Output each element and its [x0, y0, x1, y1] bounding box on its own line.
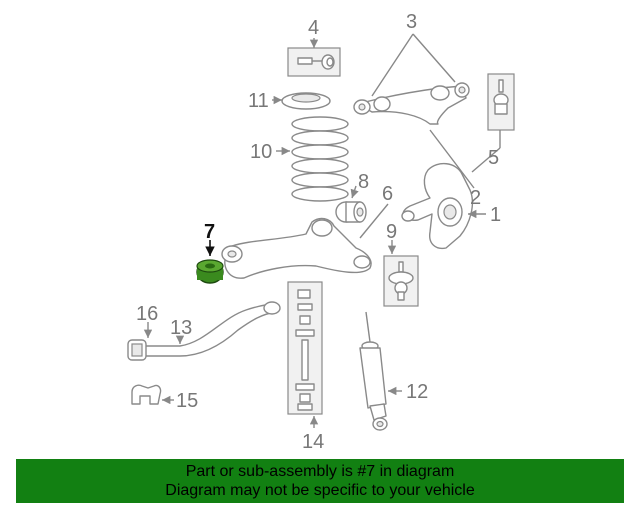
- label-16: 16: [136, 303, 158, 325]
- part-8-bushing: 8: [335, 171, 369, 223]
- label-8: 8: [358, 171, 369, 193]
- label-5: 5: [488, 147, 499, 169]
- label-15: 15: [176, 390, 198, 412]
- label-9: 9: [386, 221, 397, 243]
- part-6-lower-control-arm: 6: [221, 183, 393, 279]
- label-10: 10: [250, 141, 272, 163]
- part-9-lower-ball-joint: 9: [383, 221, 419, 307]
- label-12: 12: [406, 381, 428, 403]
- label-3: 3: [406, 11, 417, 33]
- label-6: 6: [382, 183, 393, 205]
- part-2-steering-knuckle: 2 1: [401, 129, 501, 250]
- part-15-bracket: 15: [131, 384, 198, 412]
- info-banner: Part or sub-assembly is #7 in diagram Di…: [16, 459, 624, 503]
- label-7: 7: [204, 221, 215, 243]
- banner-line-1: Part or sub-assembly is #7 in diagram: [185, 463, 455, 480]
- part-3-upper-control-arm: 3: [353, 11, 470, 125]
- label-4: 4: [308, 17, 319, 39]
- part-5-upper-ball-joint: 5: [471, 73, 515, 173]
- part-16-stabilizer-bushing: 16: [127, 303, 158, 361]
- part-4-bolt-kit: 4: [287, 17, 341, 77]
- part-14-stabilizer-link-kit: 14: [287, 281, 324, 453]
- label-2: 2: [470, 187, 481, 209]
- part-7-bushing-highlighted: 7: [196, 221, 224, 284]
- part-10-coil-spring: 10: [250, 116, 349, 202]
- banner-line-2: Diagram may not be specific to your vehi…: [165, 482, 475, 499]
- part-12-shock-absorber: 12: [359, 311, 428, 431]
- part-13-stabilizer-bar: 13: [137, 301, 281, 357]
- label-1: 1: [490, 204, 501, 226]
- label-14: 14: [302, 431, 324, 453]
- label-11: 11: [248, 90, 269, 112]
- parts-diagram: 4 11 10 3: [127, 11, 515, 453]
- part-11-insulator: 11: [248, 90, 331, 112]
- label-13: 13: [170, 317, 192, 339]
